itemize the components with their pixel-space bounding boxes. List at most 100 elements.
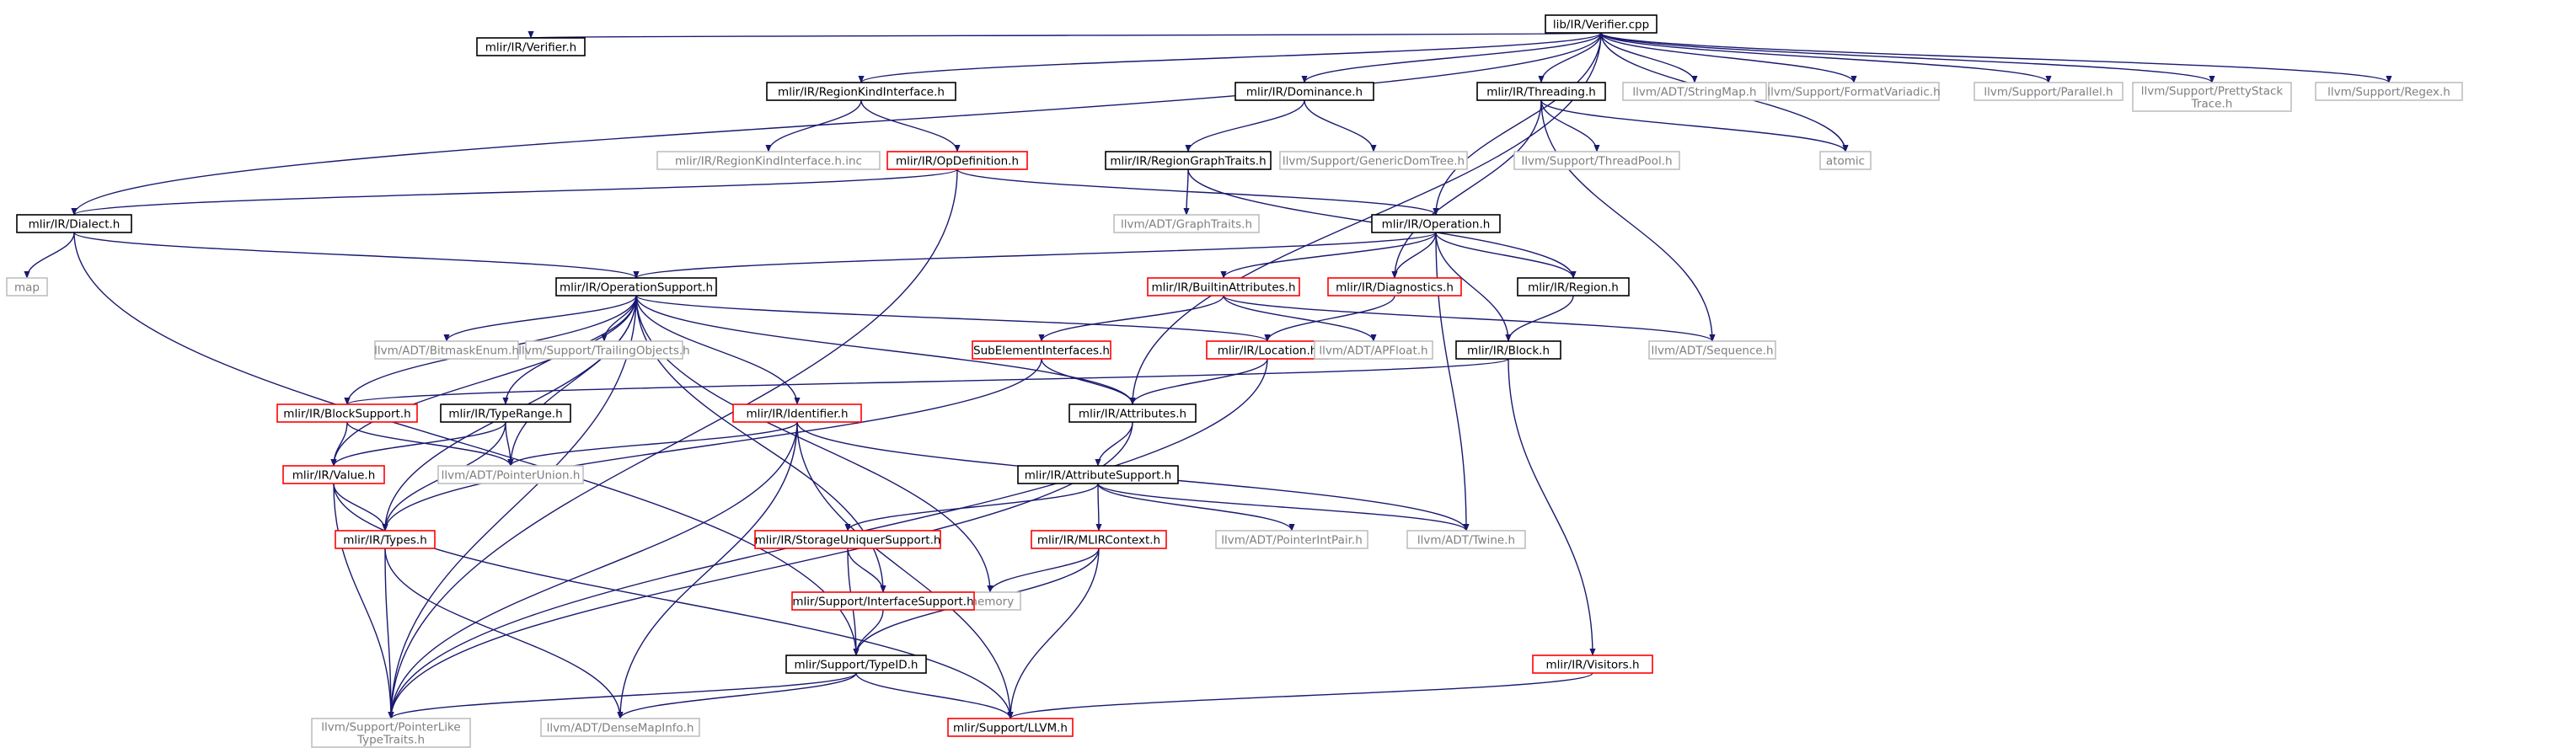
edge-types_h-to-pointerliketypetraits_h: [384, 548, 394, 719]
node-stringmap-h[interactable]: llvm/ADT/StringMap.h: [1622, 82, 1767, 101]
node-threadpool-h[interactable]: llvm/Support/ThreadPool.h: [1513, 151, 1680, 170]
node-regionkindinterface-h[interactable]: mlir/IR/RegionKindInterface.h: [766, 82, 956, 101]
edge-operation_h-to-operationsupport_h: [633, 232, 1437, 279]
edge-typeid_h-to-llvm_h: [855, 672, 1014, 719]
node-regionkindinterface-inc[interactable]: mlir/IR/RegionKindInterface.h.inc: [656, 151, 881, 170]
node-block-h[interactable]: mlir/IR/Block.h: [1455, 340, 1561, 360]
edge-attributesupport_h-to-pointerintpair_h: [1097, 483, 1295, 532]
node-formatvariadic-h[interactable]: llvm/Support/FormatVariadic.h: [1767, 82, 1941, 101]
node-map[interactable]: map: [6, 277, 48, 297]
node-label: mlir/IR/Types.h: [343, 534, 427, 548]
node-label: llvm/Support/PointerLike: [321, 721, 460, 735]
edge-attributesupport_h-to-mlircontext_h: [1095, 483, 1102, 532]
edge-value_h-to-llvm_h: [333, 483, 1014, 719]
node-operationsupport-h[interactable]: mlir/IR/OperationSupport.h: [555, 277, 717, 297]
node-label: mlir/IR/Value.h: [292, 469, 376, 483]
node-llvm-h[interactable]: mlir/Support/LLVM.h: [947, 718, 1074, 737]
node-mlircontext-h[interactable]: mlir/IR/MLIRContext.h: [1031, 530, 1167, 549]
node-pointerunion-h[interactable]: llvm/ADT/PointerUnion.h: [437, 465, 584, 484]
node-bitmaskenum-h[interactable]: llvm/ADT/BitmaskEnum.h: [374, 340, 519, 360]
node-label: llvm/Support/GenericDomTree.h: [1283, 155, 1465, 168]
node-label: llvm/ADT/BitmaskEnum.h: [374, 345, 519, 358]
edge-blocksupport_h-to-pointerunion_h: [346, 421, 514, 467]
node-label: mlir/Support/TypeID.h: [795, 659, 918, 672]
edge-operation_h-to-builtinattributes_h: [1220, 232, 1437, 279]
node-pointerintpair-h[interactable]: llvm/ADT/PointerIntPair.h: [1215, 530, 1368, 549]
node-box: [1234, 82, 1374, 101]
node-threading-h[interactable]: mlir/IR/Threading.h: [1476, 82, 1606, 101]
edge-operation_h-to-block_h: [1435, 232, 1512, 342]
node-visitors-h[interactable]: mlir/IR/Visitors.h: [1532, 654, 1653, 674]
node-box: [1279, 151, 1468, 170]
node-dialect-h[interactable]: mlir/IR/Dialect.h: [16, 214, 132, 233]
edge-typerange_h-to-pointerunion_h: [505, 421, 514, 467]
node-typeid-h[interactable]: mlir/Support/TypeID.h: [785, 654, 927, 674]
node-sequence-h[interactable]: llvm/ADT/Sequence.h: [1648, 340, 1776, 360]
node-box: [1327, 277, 1462, 297]
node-label: llvm/ADT/Sequence.h: [1651, 345, 1773, 358]
edge-verifier_cpp-to-threading_h: [1538, 32, 1602, 83]
node-verifier-h[interactable]: mlir/IR/Verifier.h: [476, 37, 586, 56]
edge-location_h-to-attributes_h: [1129, 358, 1268, 405]
node-label: mlir/IR/Visitors.h: [1545, 659, 1639, 672]
node-memory[interactable]: memory: [959, 591, 1021, 611]
node-verifier-cpp[interactable]: lib/IR/Verifier.cpp: [1545, 14, 1658, 34]
node-regex-h[interactable]: llvm/Support/Regex.h: [2315, 82, 2463, 101]
edge-typeid_h-to-densemapinfo_h: [617, 672, 857, 719]
node-operation-h[interactable]: mlir/IR/Operation.h: [1371, 214, 1501, 233]
node-region-h[interactable]: mlir/IR/Region.h: [1517, 277, 1630, 297]
node-box: [476, 37, 586, 56]
node-box: [656, 151, 881, 170]
node-label: llvm/Support/FormatVariadic.h: [1767, 86, 1940, 99]
edge-verifier_cpp-to-dialect_h: [71, 32, 1602, 216]
node-box: [754, 530, 941, 549]
node-box: [1147, 277, 1300, 297]
node-box: [1215, 530, 1368, 549]
node-builtinattributes-h[interactable]: mlir/IR/BuiltinAttributes.h: [1147, 277, 1300, 297]
node-atomic[interactable]: atomic: [1819, 151, 1872, 170]
edge-value_h-to-types_h: [333, 483, 388, 532]
node-diagnostics-h[interactable]: mlir/IR/Diagnostics.h: [1327, 277, 1462, 297]
node-box: [1974, 82, 2123, 101]
node-trailingobjects-h[interactable]: llvm/Support/TrailingObjects.h: [518, 340, 690, 360]
node-box: [6, 277, 48, 297]
edge-threading_h-to-atomic: [1540, 99, 1849, 152]
edge-verifier_cpp-to-dominance_h: [1301, 32, 1602, 83]
node-label: mlir/IR/Dialect.h: [29, 218, 120, 232]
node-label: mlir/IR/OpDefinition.h: [896, 155, 1019, 168]
edge-subelementinterfaces_h-to-attributes_h: [1041, 358, 1136, 405]
node-label: mlir/IR/Verifier.h: [485, 41, 576, 55]
node-label: lib/IR/Verifier.cpp: [1553, 19, 1649, 32]
node-densemapinfo-h[interactable]: llvm/ADT/DenseMapInfo.h: [540, 718, 700, 737]
node-opdefinition-h[interactable]: mlir/IR/OpDefinition.h: [886, 151, 1028, 170]
node-interfacesupport-h[interactable]: mlir/Support/InterfaceSupport.h: [791, 591, 975, 611]
node-apfloat-h[interactable]: llvm/ADT/APFloat.h: [1314, 340, 1433, 360]
edge-threading_h-to-sequence_h: [1540, 99, 1716, 342]
node-graphtraits-h[interactable]: llvm/ADT/GraphTraits.h: [1113, 214, 1260, 233]
node-label: mlir/IR/RegionKindInterface.h: [778, 86, 945, 99]
node-typerange-h[interactable]: mlir/IR/TypeRange.h: [440, 403, 571, 423]
node-label: map: [14, 281, 40, 295]
node-label: mlir/IR/Location.h: [1218, 345, 1318, 358]
edge-operationsupport_h-to-identifier_h: [635, 295, 801, 405]
node-genericdomtree-h[interactable]: llvm/Support/GenericDomTree.h: [1279, 151, 1468, 170]
node-dominance-h[interactable]: mlir/IR/Dominance.h: [1234, 82, 1374, 101]
node-regiongraphtraits-h[interactable]: mlir/IR/RegionGraphTraits.h: [1105, 151, 1272, 170]
node-label: atomic: [1826, 155, 1865, 168]
node-twine-h[interactable]: llvm/ADT/Twine.h: [1406, 530, 1526, 549]
node-location-h[interactable]: mlir/IR/Location.h: [1206, 340, 1329, 360]
edge-builtinattributes_h-to-sequence_h: [1223, 295, 1716, 342]
node-attributesupport-h[interactable]: mlir/IR/AttributeSupport.h: [1017, 465, 1179, 484]
node-blocksupport-h[interactable]: mlir/IR/BlockSupport.h: [276, 403, 418, 423]
node-subelementinterfaces-h[interactable]: SubElementInterfaces.h: [972, 340, 1111, 360]
node-box: [732, 403, 862, 423]
node-attributes-h[interactable]: mlir/IR/Attributes.h: [1068, 403, 1197, 423]
node-identifier-h[interactable]: mlir/IR/Identifier.h: [732, 403, 862, 423]
node-value-h[interactable]: mlir/IR/Value.h: [282, 465, 385, 484]
node-parallel-h[interactable]: llvm/Support/Parallel.h: [1974, 82, 2123, 101]
node-storageuniquersupport-h[interactable]: mlir/IR/StorageUniquerSupport.h: [754, 530, 941, 549]
node-box: [440, 403, 571, 423]
node-types-h[interactable]: mlir/IR/Types.h: [335, 530, 436, 549]
